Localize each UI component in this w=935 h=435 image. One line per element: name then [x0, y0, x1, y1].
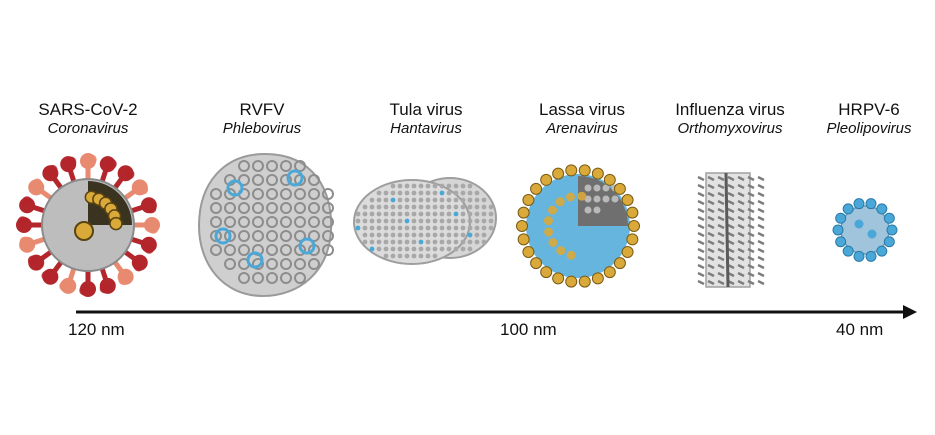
coronavirus-icon	[10, 145, 170, 305]
label-influenza-virus: Influenza virus Orthomyxovirus	[650, 100, 810, 138]
virus-genus: Pleolipovirus	[826, 120, 912, 138]
phlebovirus-icon	[195, 150, 335, 300]
pleolipovirus-icon	[830, 195, 900, 265]
label-sars-cov-2: SARS-CoV-2 Coronavirus	[8, 100, 168, 138]
label-tula-virus: Tula virus Hantavirus	[346, 100, 506, 138]
virus-name: Lassa virus	[539, 100, 625, 119]
hantavirus-icon	[350, 170, 500, 270]
virus-name: SARS-CoV-2	[38, 100, 138, 119]
virus-name: RVFV	[239, 100, 285, 119]
virus-genus: Coronavirus	[47, 120, 129, 138]
virus-name: Tula virus	[389, 100, 463, 119]
orthomyxovirus-icon	[688, 165, 768, 295]
virus-name: HRPV-6	[838, 100, 900, 119]
label-hrpv-6: HRPV-6 Pleolipovirus	[789, 100, 935, 138]
virus-name: Influenza virus	[675, 100, 785, 119]
virus-genus: Hantavirus	[390, 120, 462, 138]
label-lassa-virus: Lassa virus Arenavirus	[502, 100, 662, 138]
virus-genus: Orthomyxovirus	[677, 120, 783, 138]
virus-genus: Arenavirus	[546, 120, 618, 138]
label-rvfv: RVFV Phlebovirus	[182, 100, 342, 138]
scale-label-120nm: 120 nm	[68, 320, 125, 339]
scale-label-100nm: 100 nm	[500, 320, 557, 339]
arenavirus-icon	[516, 160, 640, 290]
virus-genus: Phlebovirus	[222, 120, 302, 138]
scale-label-40nm: 40 nm	[836, 320, 884, 339]
